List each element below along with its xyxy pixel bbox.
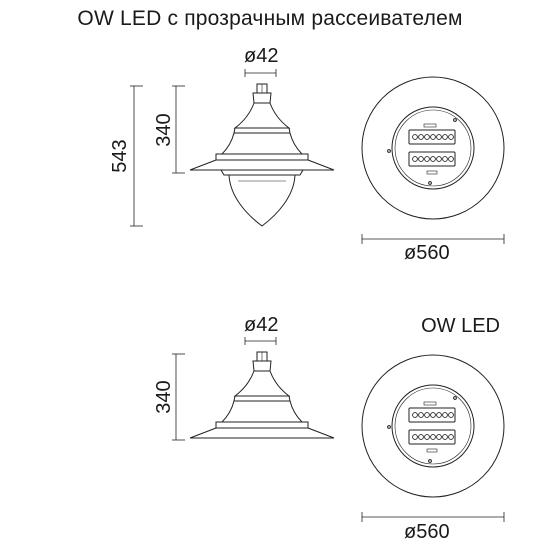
side-view-luminaire-1 — [189, 69, 335, 227]
outer-diameter-label-2: ø560 — [404, 521, 450, 543]
bottom-view-luminaire-1 — [361, 76, 505, 220]
drawing-title-ow-led: OW LED — [421, 315, 500, 337]
outer-diameter-label-1: ø560 — [404, 242, 450, 264]
top-diameter-label-2: ø42 — [244, 314, 279, 336]
drawing-title-clear-diffuser: OW LED с прозрачным рассеивателем — [77, 7, 463, 30]
side-view-luminaire-2 — [189, 337, 335, 439]
bottom-view-luminaire-2 — [361, 354, 505, 498]
height-dimensions-1 — [130, 85, 185, 227]
outer-diameter-dimension-1 — [361, 234, 505, 244]
outer-diameter-dimension-2 — [361, 512, 505, 522]
height-dimension-2 — [172, 353, 185, 441]
top-diameter-label-1: ø42 — [244, 45, 279, 67]
